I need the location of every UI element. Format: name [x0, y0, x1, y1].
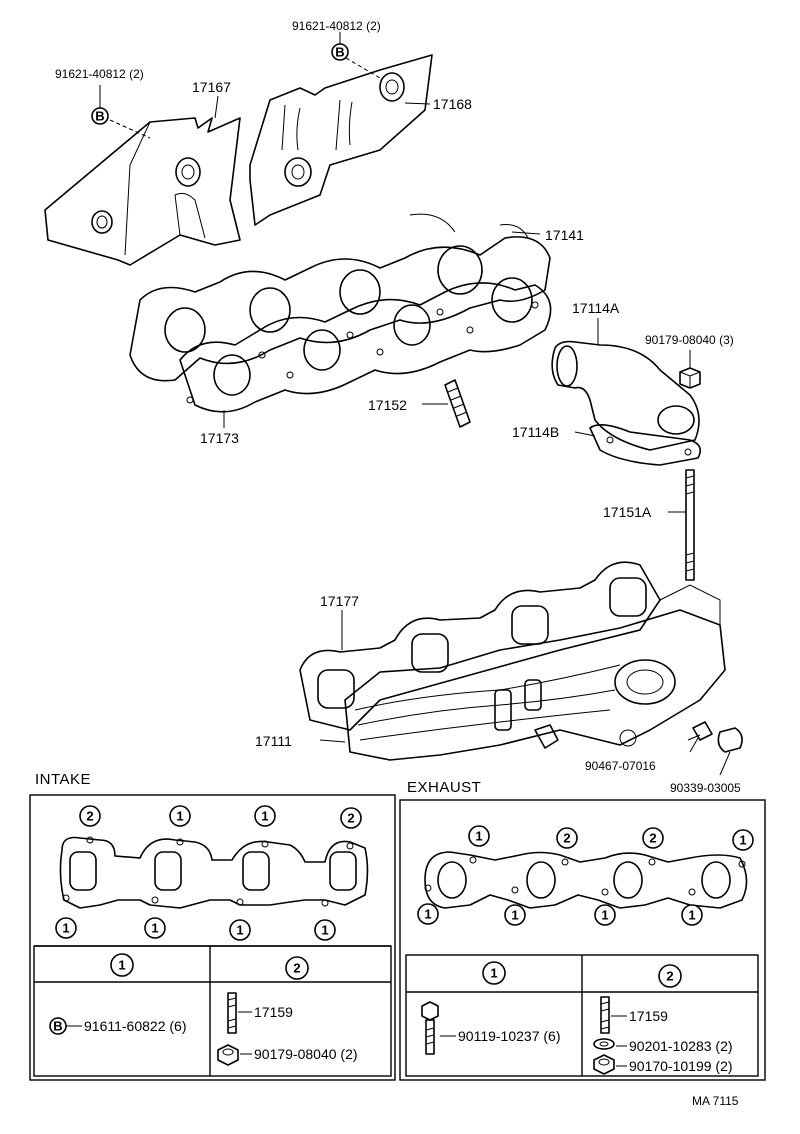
- exhaust-nut-icon: [593, 1054, 615, 1075]
- intake-top-mark-4: 2: [347, 811, 354, 826]
- label-17152: 17152: [368, 397, 407, 413]
- label-17167: 17167: [192, 79, 231, 95]
- plug-90339-03005: [717, 727, 743, 753]
- intake-top-mark-3: 1: [261, 809, 268, 824]
- exhaust-inset: EXHAUST 1 2 2 1 1 1 1 1: [399, 779, 766, 1081]
- stud-17152: [444, 379, 471, 428]
- intake-col2-header: 2: [293, 961, 300, 976]
- water-outlet-gasket-17114b: [589, 424, 701, 466]
- exhaust-bottom-mark-4: 1: [688, 908, 695, 923]
- intake-gasket-outline: [59, 836, 369, 909]
- intake-title: INTAKE: [35, 771, 91, 788]
- drawing-code: MA 7115: [692, 1094, 739, 1108]
- exhaust-top-mark-3: 2: [649, 831, 656, 846]
- label-17111: 17111: [255, 733, 292, 749]
- label-90179-08040-3: 90179-08040 (3): [645, 333, 734, 347]
- manifold-gasket-17177: [299, 561, 661, 731]
- leader-lines: [99, 32, 731, 776]
- exhaust-washer-icon: [593, 1038, 615, 1050]
- intake-nut-icon: [217, 1044, 239, 1066]
- label-bolt-b-top: 91621-40812 (2): [292, 19, 381, 33]
- exhaust-bottom-mark-3: 1: [601, 908, 608, 923]
- label-17177: 17177: [320, 593, 359, 609]
- exhaust-top-mark-1: 1: [475, 829, 482, 844]
- bolt-b-left-marker: [91, 107, 109, 125]
- intake-inset-frame: [29, 794, 396, 1081]
- intake-inset: INTAKE 2 1 1 2 1 1 1 1: [29, 771, 396, 1081]
- exhaust-gasket-outline: [424, 851, 748, 909]
- exhaust-col2-header: 2: [666, 969, 673, 984]
- intake-col1-part: 91611-60822 (6): [84, 1018, 186, 1034]
- heat-insulator-17167: [44, 117, 241, 266]
- stud-17151a: [685, 469, 695, 581]
- exhaust-col2-stud: 17159: [629, 1008, 668, 1024]
- exhaust-title: EXHAUST: [407, 779, 481, 796]
- label-17114b: 17114B: [512, 424, 559, 440]
- heat-insulator-17168: [249, 54, 433, 226]
- intake-top-mark-1: 2: [86, 809, 93, 824]
- exhaust-bottom-mark-1: 1: [424, 907, 431, 922]
- bolt-b-left-symbol: B: [95, 109, 104, 124]
- intake-col2-stud: 17159: [254, 1004, 293, 1020]
- exhaust-inset-frame: [399, 799, 766, 1081]
- exhaust-manifold-17141: [129, 213, 551, 382]
- intake-col1-header: 1: [118, 958, 125, 973]
- label-17168: 17168: [433, 96, 472, 112]
- intake-gasket-17173: [179, 277, 552, 413]
- exhaust-col1-header: 1: [490, 966, 497, 981]
- intake-bottom-mark-3: 1: [236, 923, 243, 938]
- exhaust-bottom-mark-2: 1: [511, 908, 518, 923]
- exhaust-col1-part: 90119-10237 (6): [458, 1028, 560, 1044]
- intake-stud-icon: [227, 992, 237, 1034]
- water-outlet-17114a: [551, 340, 700, 451]
- label-17151a: 17151A: [603, 504, 652, 520]
- exhaust-col2-nut: 90170-10199 (2): [629, 1058, 733, 1074]
- exhaust-stud-icon: [600, 996, 610, 1034]
- intake-bottom-mark-4: 1: [321, 923, 328, 938]
- intake-bottom-mark-2: 1: [151, 921, 158, 936]
- exhaust-top-mark-4: 1: [739, 833, 746, 848]
- intake-bottom-mark-1: 1: [62, 921, 69, 936]
- intake-top-mark-2: 1: [176, 809, 183, 824]
- label-17114a: 17114A: [572, 300, 620, 316]
- exhaust-top-mark-2: 2: [563, 831, 570, 846]
- intake-bolt-b-symbol: B: [53, 1019, 62, 1034]
- exhaust-bolt-icon: [421, 1001, 439, 1055]
- label-90339-03005: 90339-03005: [670, 781, 741, 795]
- nut-90179-08040: [679, 367, 701, 389]
- label-17141: 17141: [545, 227, 584, 243]
- bolt-b-top-marker: [331, 43, 349, 61]
- bolt-b-top-symbol: B: [335, 45, 344, 60]
- clip-90467-07016: [687, 721, 713, 741]
- label-bolt-b-left: 91621-40812 (2): [55, 67, 144, 81]
- intake-manifold-17111: [344, 584, 726, 761]
- label-17173: 17173: [200, 430, 239, 446]
- label-90467-07016: 90467-07016: [585, 759, 656, 773]
- intake-col2-nut: 90179-08040 (2): [254, 1046, 358, 1062]
- exhaust-col2-washer: 90201-10283 (2): [629, 1038, 733, 1054]
